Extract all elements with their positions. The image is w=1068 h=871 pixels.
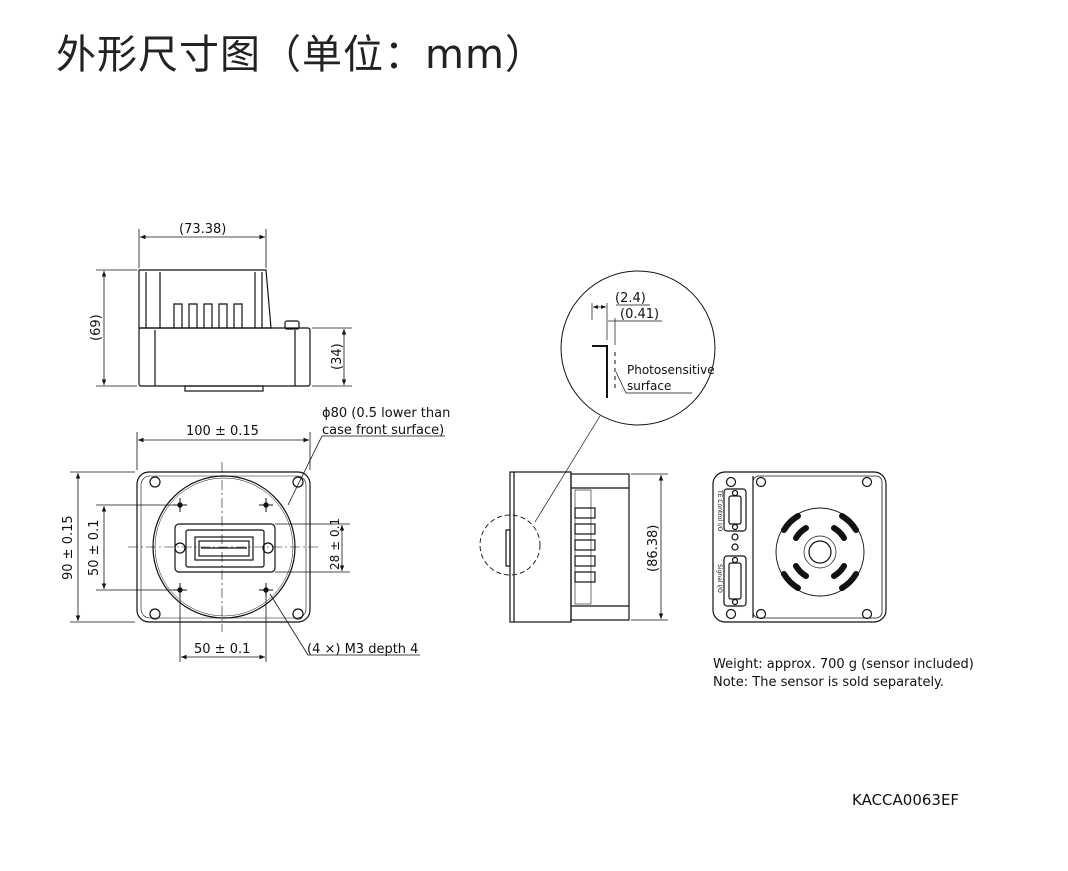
front-view-centerlines: [128, 462, 318, 632]
screw-holes-label: (4 ×) M3 depth 4: [307, 642, 418, 657]
side-view-dimensions: [631, 473, 668, 621]
top-height-label: (69): [89, 314, 104, 341]
detail-inner-label: (0.41): [620, 307, 659, 322]
magnified-detail: [560, 270, 716, 426]
drawing-code: KACCA0063EF: [852, 791, 960, 809]
notes-block: Weight: approx. 700 g (sensor included) …: [713, 656, 974, 692]
lens-mount-label-line2: case front surface): [322, 423, 444, 438]
side-view: [479, 415, 630, 623]
top-view: [138, 269, 311, 392]
top-width-label: (73.38): [179, 222, 226, 237]
front-height-label: 90 ± 0.15: [61, 515, 76, 580]
connector-label-bottom: Signal I/O: [716, 564, 723, 593]
lens-mount-label-line1: ϕ80 (0.5 lower than: [322, 406, 450, 421]
connector-label-top: TE Control I/O: [716, 489, 723, 532]
rear-view: [712, 471, 887, 623]
side-height-label: (86.38): [646, 525, 661, 572]
photosensitive-label-line1: Photosensitive: [627, 363, 715, 377]
front-view-dimensions: [70, 432, 445, 662]
sensor-height-label: 28 ± 0.1: [328, 518, 342, 570]
photosensitive-label-line2: surface: [627, 379, 671, 393]
page-title: 外形尺寸图（单位：mm）: [56, 32, 546, 78]
detail-top-label: (2.4): [615, 291, 646, 306]
top-body-height-label: (34): [330, 343, 345, 370]
hole-vertical-label: 50 ± 0.1: [87, 520, 102, 576]
top-view-dimensions: [96, 229, 352, 387]
sensor-note: Note: The sensor is sold separately.: [713, 675, 945, 690]
hole-horizontal-label: 50 ± 0.1: [194, 642, 250, 657]
weight-note: Weight: approx. 700 g (sensor included): [713, 657, 974, 672]
front-width-label: 100 ± 0.15: [186, 424, 259, 439]
